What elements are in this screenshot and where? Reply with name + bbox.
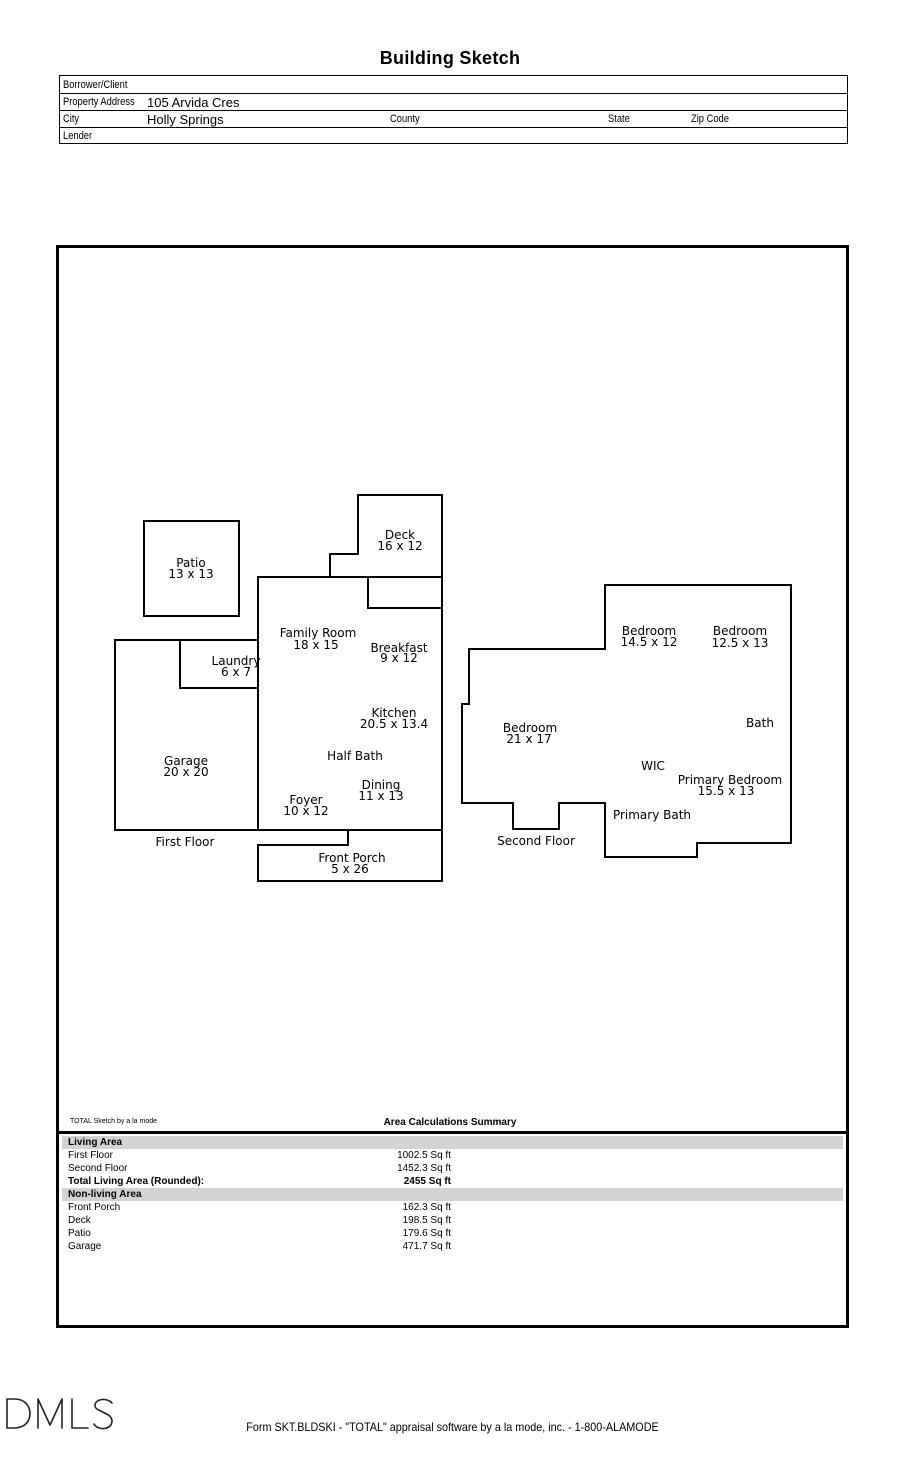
zip-label: Zip Code	[691, 113, 729, 125]
summary-row: Deck 198.5 Sq ft	[62, 1214, 843, 1227]
sketch-credit: TOTAL Sketch by a la mode	[70, 1118, 158, 1125]
primary-bedroom-label: Primary Bedroom	[678, 773, 782, 787]
lender-row: Lender	[60, 127, 847, 144]
bedroom-b-label: Bedroom	[713, 624, 767, 638]
city-row: City Holly Springs County State Zip Code	[60, 110, 847, 128]
primary-bedroom-dims: 15.5 x 13	[698, 784, 755, 798]
patio-dims: 13 x 13	[168, 567, 213, 581]
family-room-dims: 18 x 15	[293, 638, 338, 652]
kitchen-label: Kitchen	[371, 706, 416, 720]
deck-label: Deck	[385, 528, 415, 542]
second-floor-area-label: Second Floor	[68, 1163, 128, 1174]
summary-row: First Floor 1002.5 Sq ft	[62, 1149, 843, 1162]
wic-label: WIC	[641, 759, 665, 773]
deck-area-label: Deck	[68, 1215, 91, 1226]
half-bath-label: Half Bath	[327, 749, 383, 763]
second-floor-outline	[461, 584, 792, 858]
garage-dims: 20 x 20	[163, 765, 208, 779]
area-summary: Living Area First Floor 1002.5 Sq ft Sec…	[56, 1131, 849, 1328]
dining-label: Dining	[362, 778, 401, 792]
first-floor-label: First Floor	[156, 835, 215, 849]
garage-outline	[114, 639, 259, 831]
front-porch-dims: 5 x 26	[331, 862, 369, 876]
garage-label: Garage	[164, 754, 208, 768]
total-row: Total Living Area (Rounded): 2455 Sq ft	[62, 1175, 843, 1188]
primary-bath-label: Primary Bath	[613, 808, 691, 822]
nonliving-area-heading: Non-living Area	[68, 1189, 142, 1200]
total-living-label: Total Living Area (Rounded):	[68, 1176, 205, 1187]
front-porch-label: Front Porch	[318, 851, 385, 865]
summary-title: Area Calculations Summary	[383, 1117, 517, 1128]
total-living-value: 2455 Sq ft	[403, 1176, 451, 1187]
breakfast-dims: 9 x 12	[380, 651, 418, 665]
front-porch-outline	[257, 829, 443, 882]
second-floor-label: Second Floor	[497, 834, 575, 848]
garage-area-value: 471.7 Sq ft	[402, 1241, 451, 1252]
garage-area-label: Garage	[68, 1241, 102, 1252]
bedroom-b-dims: 12.5 x 13	[712, 636, 769, 650]
first-floor-area-value: 1002.5 Sq ft	[397, 1150, 451, 1161]
summary-row: Patio 179.6 Sq ft	[62, 1227, 843, 1240]
summary-row: Garage 471.7 Sq ft	[62, 1240, 843, 1253]
summary-row: Second Floor 1452.3 Sq ft	[62, 1162, 843, 1175]
page-title: Building Sketch	[379, 48, 521, 68]
property-info-table: Borrower/Client Property Address 105 Arv…	[59, 75, 848, 144]
county-label: County	[390, 113, 420, 125]
summary-row: Front Porch 162.3 Sq ft	[62, 1201, 843, 1214]
footer-text: Form SKT.BLDSKI - "TOTAL" appraisal soft…	[246, 1420, 659, 1434]
borrower-row: Borrower/Client	[60, 76, 847, 94]
living-area-heading: Living Area	[68, 1137, 123, 1148]
kitchen-dims: 20.5 x 13.4	[360, 717, 428, 731]
breakfast-label: Breakfast	[370, 641, 427, 655]
dining-dims: 11 x 13	[358, 789, 403, 803]
address-row: Property Address 105 Arvida Cres	[60, 93, 847, 111]
patio-area-value: 179.6 Sq ft	[402, 1228, 451, 1239]
bedroom-a-dims: 14.5 x 12	[621, 635, 678, 649]
foyer-label: Foyer	[289, 793, 322, 807]
laundry-dims: 6 x 7	[221, 665, 251, 679]
address-label: Property Address	[63, 96, 135, 108]
family-room-label: Family Room	[280, 626, 357, 640]
foyer-dims: 10 x 12	[283, 804, 328, 818]
living-area-header: Living Area	[62, 1136, 843, 1149]
second-floor-area-value: 1452.3 Sq ft	[397, 1163, 451, 1174]
bedroom-c-label: Bedroom	[503, 721, 557, 735]
bedroom-c-dims: 21 x 17	[506, 732, 551, 746]
patio-label: Patio	[176, 556, 205, 570]
city-value: Holly Springs	[147, 112, 224, 127]
bedroom-a-label: Bedroom	[622, 624, 676, 638]
city-label: City	[63, 113, 80, 125]
laundry-label: Laundry	[212, 654, 261, 668]
address-value: 105 Arvida Cres	[147, 95, 240, 110]
state-label: State	[608, 113, 630, 125]
front-porch-area-label: Front Porch	[68, 1202, 121, 1213]
patio-area-label: Patio	[68, 1228, 91, 1239]
deck-dims: 16 x 12	[377, 539, 422, 553]
bath-label: Bath	[746, 716, 774, 730]
lender-label: Lender	[63, 130, 93, 142]
borrower-label: Borrower/Client	[63, 79, 128, 91]
nonliving-area-header: Non-living Area	[62, 1188, 843, 1201]
front-porch-area-value: 162.3 Sq ft	[402, 1202, 451, 1213]
patio-outline	[143, 520, 240, 617]
first-floor-area-label: First Floor	[68, 1150, 113, 1161]
deck-area-value: 198.5 Sq ft	[402, 1215, 451, 1226]
dmls-logo	[6, 1398, 113, 1430]
